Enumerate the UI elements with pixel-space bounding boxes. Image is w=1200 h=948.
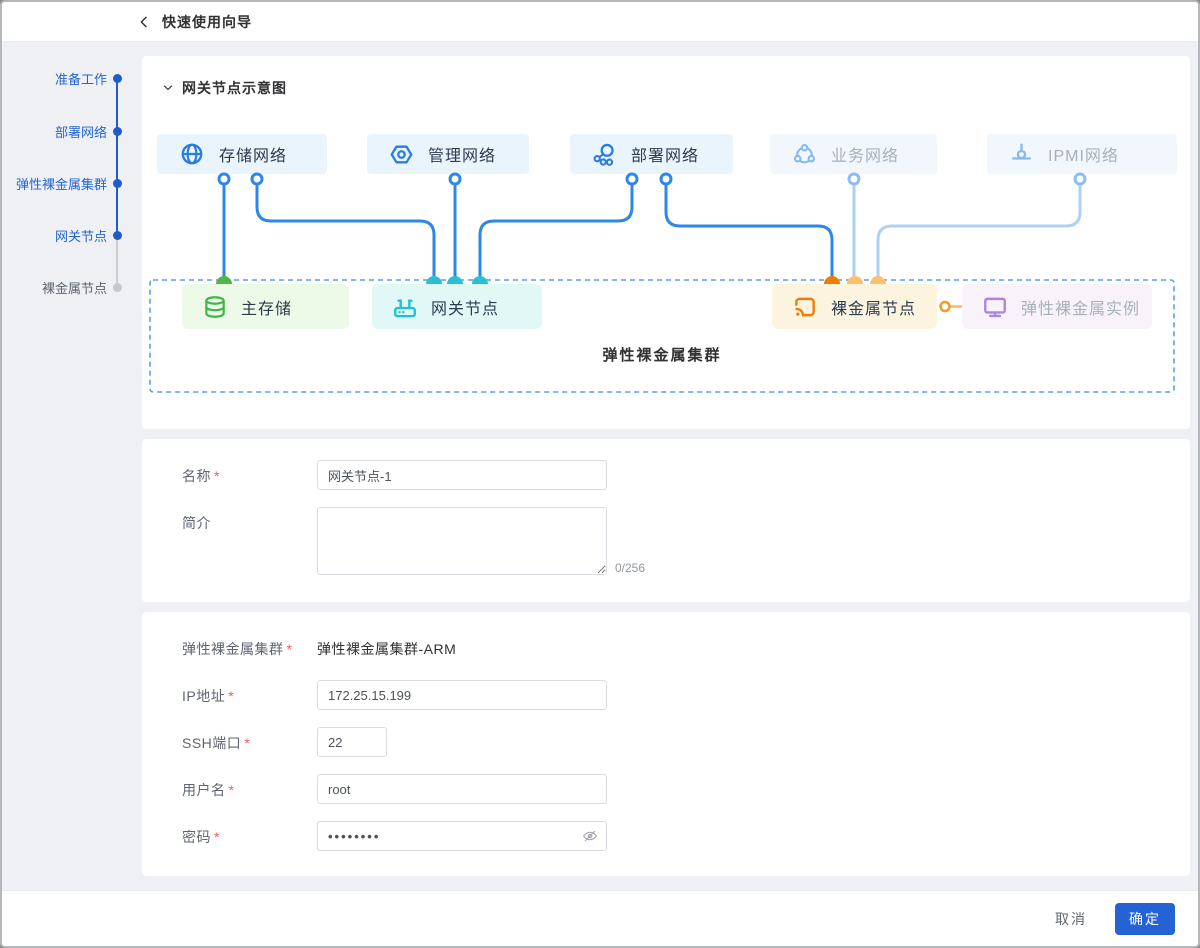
node-label: 主存储 [241, 300, 293, 318]
header-bar: 快速使用向导 [2, 2, 1198, 42]
step-dot [113, 126, 122, 136]
name-input[interactable] [317, 460, 607, 490]
network-label: 存储网络 [219, 148, 288, 165]
port-ipmi [1073, 172, 1087, 186]
step-dot [113, 230, 122, 240]
username-label: 用户名* [182, 782, 235, 798]
cluster-label: 弹性裸金属集群 [602, 347, 722, 364]
link-deploy-to-gateway [478, 185, 634, 284]
description-label: 简介 [182, 515, 211, 531]
network-box-storage: 存储网络 [157, 134, 327, 174]
confirm-button[interactable]: 确定 [1115, 902, 1175, 935]
back-chevron-icon [140, 16, 147, 27]
port-storage-2 [250, 172, 264, 186]
back-button[interactable] [136, 14, 152, 30]
monitor-icon [984, 297, 1006, 317]
password-input[interactable] [317, 821, 607, 851]
node-label: 裸金属节点 [831, 300, 917, 318]
ssh-port-input[interactable] [317, 727, 387, 757]
required-mark: * [228, 782, 235, 798]
step-line-pending [116, 235, 118, 287]
node-box-instance: 弹性裸金属实例 [962, 284, 1152, 329]
cancel-button[interactable]: 取消 [1055, 910, 1087, 927]
link-storage-to-gateway [255, 185, 436, 284]
database-icon [205, 295, 225, 318]
page-title: 快速使用向导 [162, 13, 252, 30]
diagram-section-title: 网关节点示意图 [182, 80, 287, 96]
cloud-nodes-icon [793, 143, 816, 163]
cluster-field-label: 弹性裸金属集群* [182, 641, 293, 657]
port-mgmt [448, 172, 462, 186]
port-deploy-1 [625, 172, 639, 186]
diagram-card: 网关节点示意图 [142, 56, 1190, 429]
cluster-dashed-border [149, 279, 1175, 393]
connection-form-card: 弹性裸金属集群* 弹性裸金属集群-ARM IP地址* SSH端口* 用户名* 密… [142, 612, 1190, 876]
step-dot [113, 178, 122, 188]
ip-input[interactable] [317, 680, 607, 710]
step-label: 准备工作 [54, 71, 107, 87]
step-label: 网关节点 [54, 228, 107, 244]
network-box-deploy: 部署网络 [570, 134, 733, 174]
password-label: 密码* [182, 829, 220, 845]
step-dot [113, 73, 122, 83]
username-input[interactable] [317, 774, 607, 804]
ip-label: IP地址* [182, 688, 235, 704]
node-label: 网关节点 [431, 300, 500, 318]
step-item-gateway-node[interactable]: 网关节点 [2, 226, 122, 244]
name-label: 名称* [182, 468, 220, 484]
footer-bar: 取消 确定 [2, 890, 1198, 946]
port-deploy-2 [659, 172, 673, 186]
toggle-password-visibility[interactable] [582, 828, 598, 844]
network-box-ipmi: IPMI网络 [987, 134, 1177, 174]
step-item-baremetal-node[interactable]: 裸金属节点 [2, 278, 122, 296]
step-label: 裸金属节点 [41, 280, 107, 296]
globe-icon [181, 143, 203, 165]
required-mark: * [214, 829, 220, 845]
network-label: IPMI网络 [1048, 148, 1119, 165]
network-label: 业务网络 [831, 148, 900, 165]
cluster-nodes-icon [593, 143, 614, 166]
port-baremetal-instance [939, 300, 951, 313]
hexagon-gear-icon [390, 145, 413, 163]
char-counter: 0/256 [615, 561, 646, 575]
eye-off-icon [582, 830, 598, 842]
network-box-management: 管理网络 [367, 134, 529, 174]
step-label: 弹性裸金属集群 [15, 176, 107, 192]
diagram-connections [149, 172, 1175, 393]
node-box-gateway: 网关节点 [372, 284, 542, 329]
wizard-steps: 准备工作 部署网络 弹性裸金属集群 网关节点 裸金属节点 [2, 43, 142, 890]
required-mark: * [286, 641, 293, 657]
main-column: 网关节点示意图 [142, 56, 1190, 886]
chevron-down-icon [163, 85, 173, 91]
step-label: 部署网络 [54, 124, 107, 140]
password-field [317, 821, 607, 851]
step-line-done [116, 78, 118, 235]
diagram-collapse-toggle[interactable]: 网关节点示意图 [162, 78, 287, 98]
port-storage-1 [217, 172, 231, 186]
cast-icon [795, 297, 815, 317]
content-area: 准备工作 部署网络 弹性裸金属集群 网关节点 裸金属节点 [2, 43, 1198, 890]
link-ipmi-to-baremetal [876, 185, 1082, 284]
port-business [847, 172, 861, 186]
required-mark: * [228, 688, 235, 704]
node-label: 弹性裸金属实例 [1021, 300, 1141, 318]
step-dot [113, 282, 122, 292]
required-mark: * [214, 468, 220, 484]
router-icon [394, 299, 416, 317]
step-item-cluster[interactable]: 弹性裸金属集群 [2, 174, 122, 192]
required-mark: * [244, 735, 251, 751]
network-label: 部署网络 [631, 148, 700, 165]
node-box-main-storage: 主存储 [182, 284, 349, 329]
network-label: 管理网络 [428, 148, 497, 165]
probe-icon [1012, 142, 1031, 160]
step-item-deploy-network[interactable]: 部署网络 [2, 122, 122, 140]
description-textarea[interactable] [317, 507, 607, 575]
link-deploy-to-baremetal [664, 185, 834, 284]
network-box-business: 业务网络 [770, 134, 937, 174]
node-box-baremetal: 裸金属节点 [772, 284, 937, 329]
step-item-prepare[interactable]: 准备工作 [2, 69, 122, 87]
ssh-port-label: SSH端口* [182, 735, 251, 751]
basic-form-card: 名称* 简介 0/256 [142, 439, 1190, 602]
cluster-value: 弹性裸金属集群-ARM [317, 641, 457, 657]
